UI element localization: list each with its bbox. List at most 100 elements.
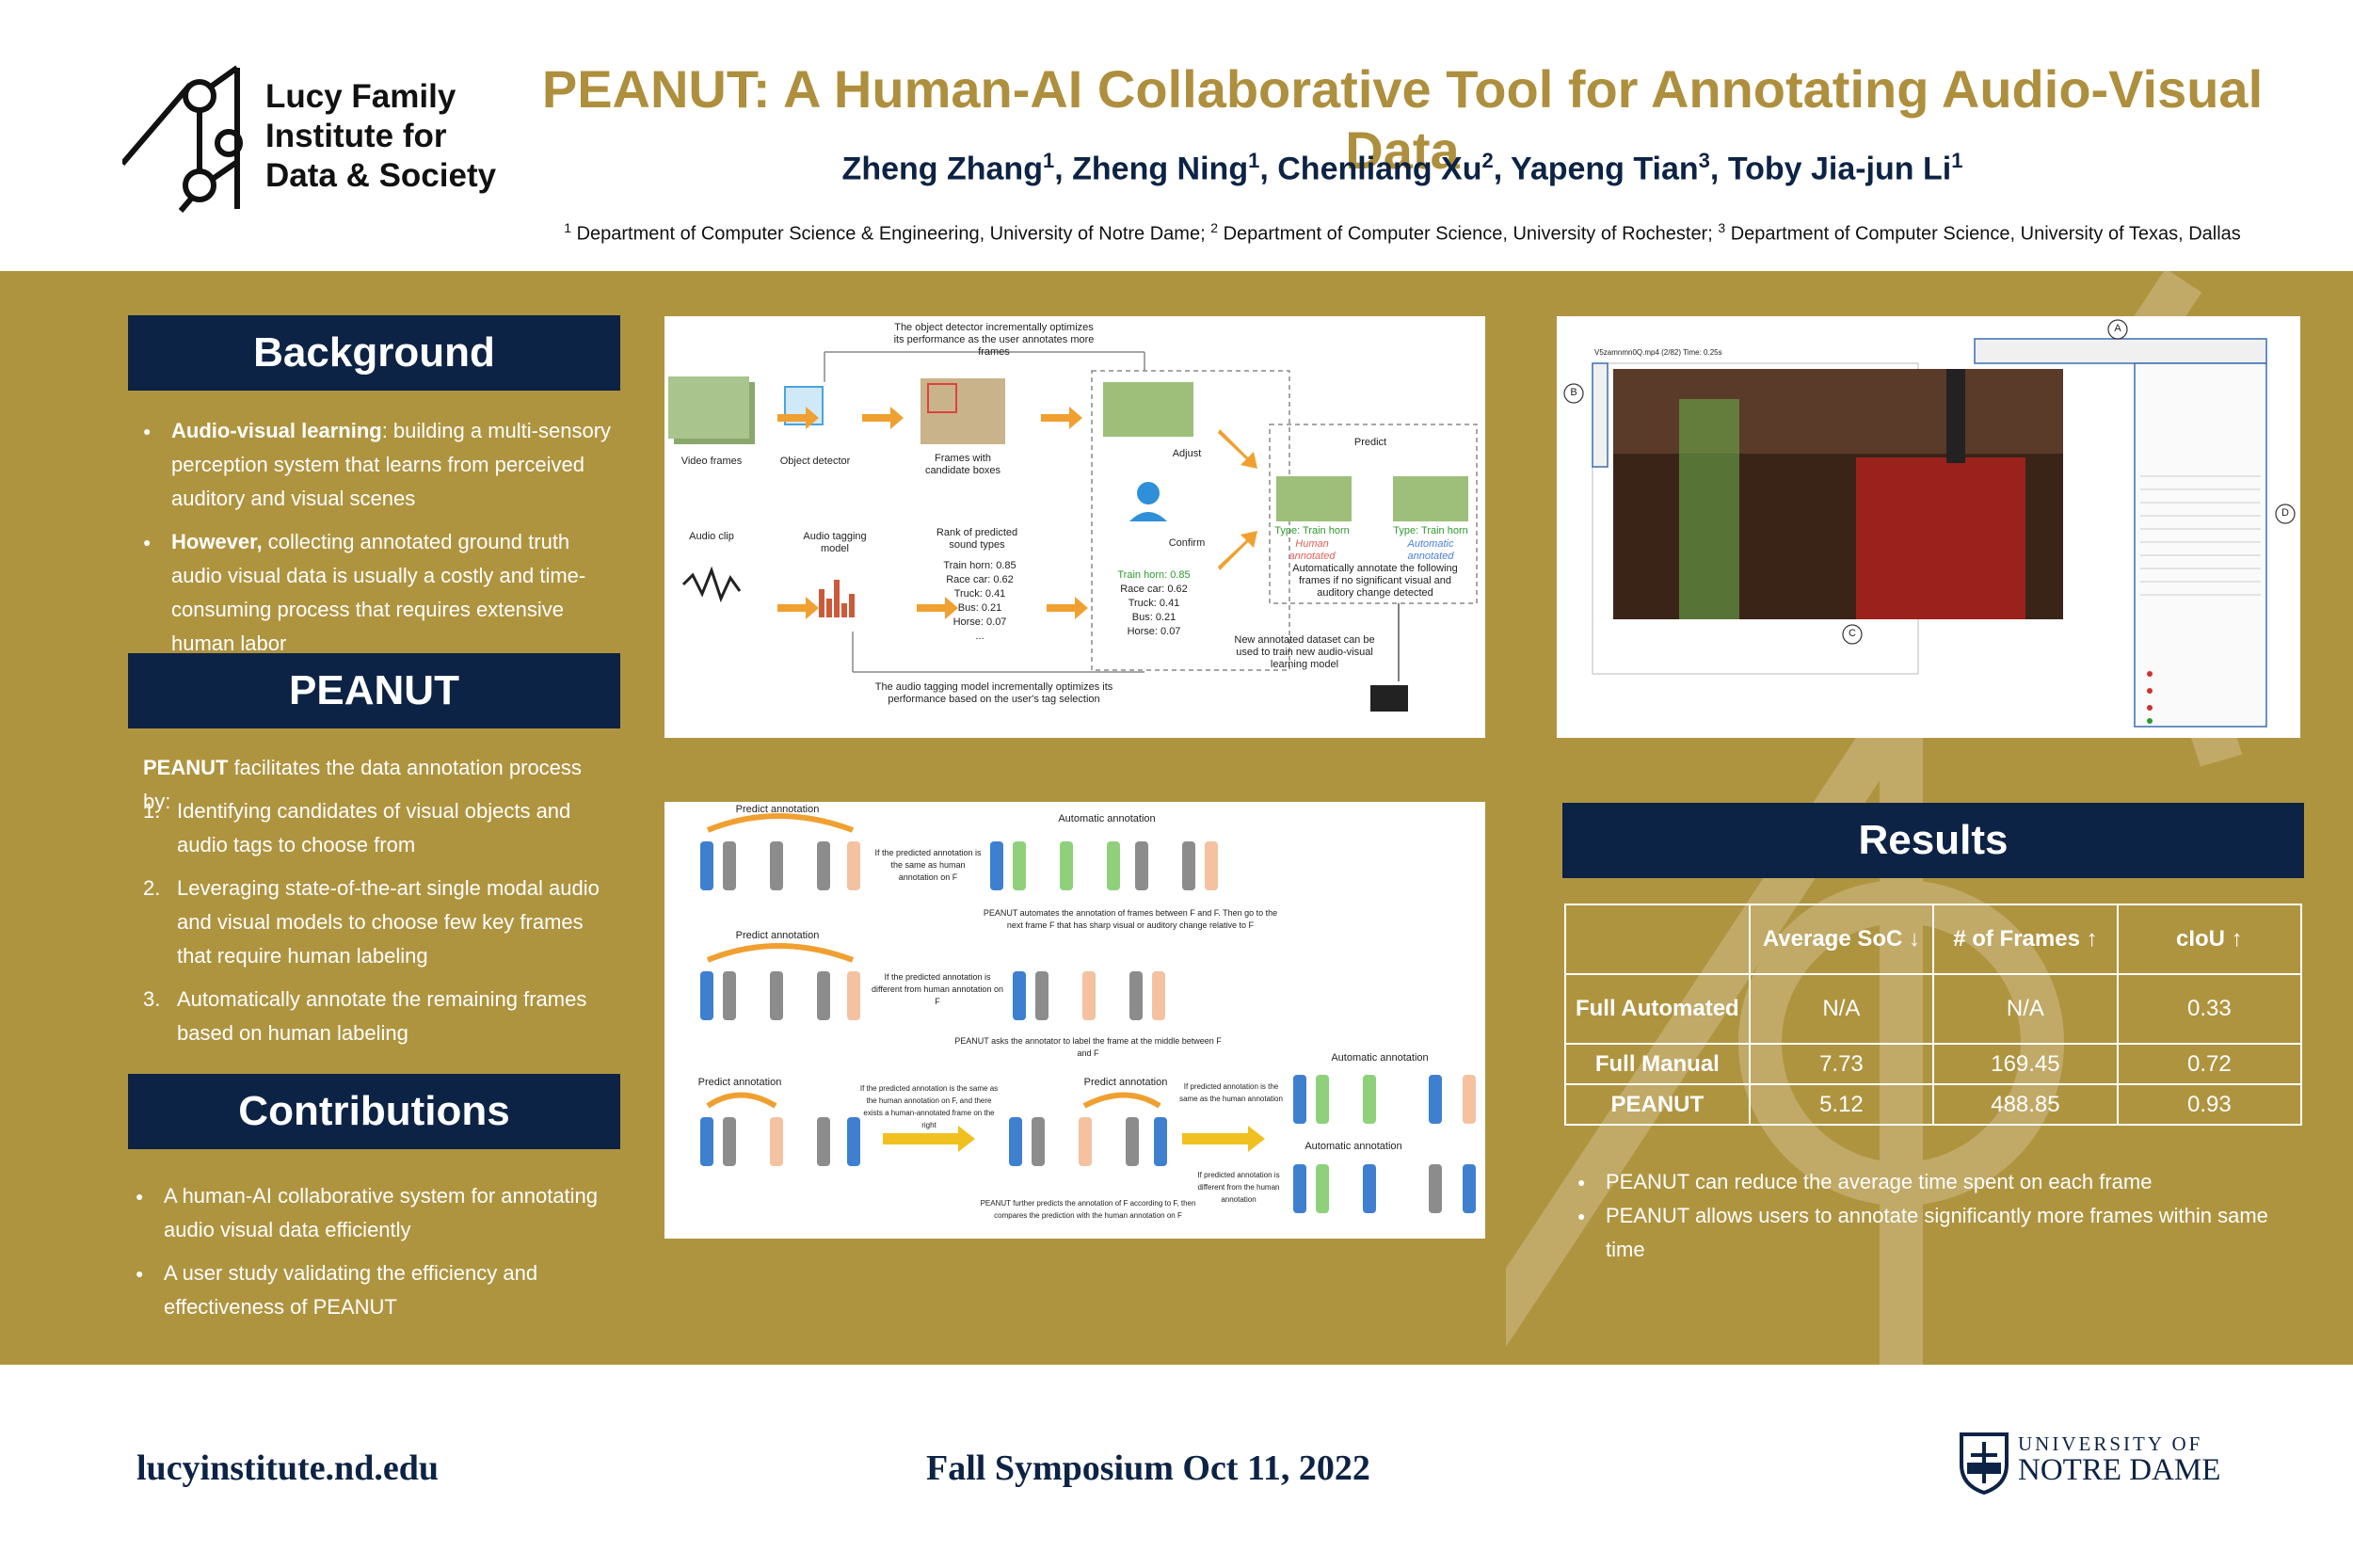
author-affiliation-mark: 1 xyxy=(1248,149,1260,172)
list-item-number: 1. xyxy=(143,799,161,823)
table-cell: N/A xyxy=(1932,973,2119,1045)
figure-label: Type: Train horn xyxy=(1274,525,1350,536)
list-item: A human-AI collaborative system for anno… xyxy=(136,1179,644,1247)
figure-caption: Automatically annotate the following fra… xyxy=(1292,563,1458,599)
logo-text-line: Lucy Family xyxy=(265,78,456,115)
list-item-text: Leveraging state-of-the-art single modal… xyxy=(177,876,600,968)
figure-label: Automatic annotation xyxy=(1331,1052,1429,1064)
figure-label: Automatic annotation xyxy=(1058,813,1156,824)
peanut-heading-text: PEANUT xyxy=(289,667,459,713)
contributions-heading-text: Contributions xyxy=(238,1088,510,1134)
rank-item: Race car: 0.62 xyxy=(946,574,1014,585)
peanut-intro: PEANUT facilitates the data annotation p… xyxy=(143,751,614,819)
figure-label: Frames with candidate boxes xyxy=(924,453,1001,476)
author-affiliation-mark: 1 xyxy=(1951,149,1963,172)
rank-item: Horse: 0.07 xyxy=(952,616,1007,628)
rank-item: Race car: 0.62 xyxy=(1120,584,1188,595)
table-cell: 5.12 xyxy=(1748,1083,1935,1126)
rank-item: ... xyxy=(975,631,984,642)
figure-caption: If the predicted annotation is the same … xyxy=(859,1084,999,1129)
column-header: # of Frames ↑ xyxy=(1932,904,2119,975)
pipeline-figure: The object detector incrementally optimi… xyxy=(664,316,1485,738)
table-cell: 169.45 xyxy=(1932,1043,2119,1085)
author-name: Zheng Zhang xyxy=(841,151,1043,187)
figure-caption: PEANUT automates the annotation of frame… xyxy=(983,908,1278,930)
peanut-heading: PEANUT xyxy=(128,653,620,728)
lucy-logo-mark-icon xyxy=(122,65,243,213)
figure-caption: PEANUT asks the annotator to label the f… xyxy=(954,1036,1222,1058)
author-name: Yapeng Tian xyxy=(1511,151,1699,187)
list-item-text: Identifying candidates of visual objects… xyxy=(177,799,571,856)
peanut-intro-text: facilitates the data annotation process … xyxy=(143,756,582,813)
results-heading: Results xyxy=(1562,803,2304,878)
figure-label: Predict xyxy=(1353,437,1387,448)
figure-caption: The audio tagging model incrementally op… xyxy=(874,681,1113,705)
callout-label: D xyxy=(2281,507,2289,519)
callout-label: A xyxy=(2114,323,2121,334)
list-item: 2. Leveraging state-of-the-art single mod… xyxy=(143,872,614,973)
list-item-bold: However, xyxy=(171,530,263,553)
author-name: Chenliang Xu xyxy=(1277,151,1482,187)
figure-caption: If the predicted annotation is different… xyxy=(872,972,1003,1006)
figure-label: Predict annotation xyxy=(697,1077,782,1088)
background-heading-text: Background xyxy=(253,329,495,376)
figure-label: Automatic annotation xyxy=(1305,1141,1402,1152)
author-name: Zheng Ning xyxy=(1072,151,1249,187)
rank-item: Bus: 0.21 xyxy=(957,602,1002,614)
affiliation-mark: 2 xyxy=(1210,220,1218,235)
rank-item: Train horn: 0.85 xyxy=(943,560,1016,571)
list-item: PEANUT allows users to annotate signific… xyxy=(1577,1199,2293,1267)
file-label: V5zamnmn0Q.mp4 (2/82) Time: 0.25s xyxy=(1594,348,1722,357)
affiliation-text: Department of Computer Science, Universi… xyxy=(1730,223,2241,245)
table-row: Full Manual 7.73 169.45 0.72 xyxy=(1564,1043,2303,1085)
figure-label: Predict annotation xyxy=(1083,1077,1168,1088)
table-cell: 0.93 xyxy=(2116,1083,2303,1126)
table-row: Full Automated N/A N/A 0.33 xyxy=(1564,973,2303,1045)
list-item: 3.Automatically annotate the remaining f… xyxy=(143,983,614,1050)
event-label: Fall Symposium Oct 11, 2022 xyxy=(926,1448,1370,1488)
ui-screenshot-figure: V5zamnmn0Q.mp4 (2/82) Time: 0.25s A B C … xyxy=(1557,316,2300,738)
table-cell: 0.33 xyxy=(2116,973,2303,1045)
figure-caption: New annotated dataset can be used to tra… xyxy=(1234,634,1375,670)
rank-item: Truck: 0.41 xyxy=(953,588,1006,600)
list-item-number: 2. xyxy=(143,876,161,900)
figure-label: Rank of predicted sound types xyxy=(936,527,1018,551)
poster-title: PEANUT: A Human-AI Collaborative Tool fo… xyxy=(541,59,2264,180)
figure-caption: If predicted annotation is different fro… xyxy=(1197,1171,1280,1204)
figure-caption: If predicted annotation is the same as t… xyxy=(1179,1082,1283,1103)
background-heading: Background xyxy=(128,315,620,391)
author-list: Zheng Zhang1, Zheng Ning1, Chenliang Xu2… xyxy=(841,149,1963,187)
pipeline-diagram-icon xyxy=(668,351,1478,712)
peanut-list: 1. Identifying candidates of visual objec… xyxy=(143,794,614,1060)
figure-label: Adjust xyxy=(1172,448,1202,459)
author-affiliation-mark: 2 xyxy=(1481,149,1494,172)
figure-label: Human annotated xyxy=(1289,538,1336,562)
figure-label: Audio clip xyxy=(689,531,734,542)
author-name: Toby Jia-jun Li xyxy=(1727,151,1952,187)
figure-caption: PEANUT further predicts the annotation o… xyxy=(980,1199,1196,1220)
list-item: 1. Identifying candidates of visual objec… xyxy=(143,794,614,862)
website-link[interactable]: lucyinstitute.nd.edu xyxy=(136,1448,439,1488)
figure-label: Predict annotation xyxy=(735,804,820,815)
table-cell: 488.85 xyxy=(1932,1083,2119,1126)
list-item: PEANUT can reduce the average time spent… xyxy=(1577,1165,2293,1199)
lucy-institute-logo: Lucy Family Institute for Data & Society xyxy=(122,58,518,218)
results-heading-text: Results xyxy=(1858,817,2009,863)
column-header: cIoU ↑ xyxy=(2116,904,2303,975)
rank-item: Truck: 0.41 xyxy=(1128,598,1180,609)
callout-label: B xyxy=(1570,387,1577,398)
author-affiliation-mark: 1 xyxy=(1042,149,1055,172)
affiliation-text: Department of Computer Science & Enginee… xyxy=(576,223,1206,245)
affiliation-text: Department of Computer Science, Universi… xyxy=(1223,223,1713,245)
list-item: However, collecting annotated ground tru… xyxy=(143,525,614,661)
figure-label: Object detector xyxy=(779,456,851,467)
figure-label: Confirm xyxy=(1168,537,1206,549)
table-cell: N/A xyxy=(1748,973,1935,1045)
figure-caption: The object detector incrementally optimi… xyxy=(893,322,1095,358)
notre-dame-shield-icon xyxy=(1960,1432,2009,1495)
notre-dame-logo: UNIVERSITY OF NOTRE DAME xyxy=(1958,1431,2231,1498)
rank-list: Train horn: 0.85 Race car: 0.62 Truck: 0… xyxy=(937,559,1022,644)
notre-dame-line1: UNIVERSITY OF xyxy=(2018,1432,2203,1455)
figure-caption: If the predicted annotation is the same … xyxy=(874,848,982,882)
figure-label: Video frames xyxy=(680,456,743,467)
